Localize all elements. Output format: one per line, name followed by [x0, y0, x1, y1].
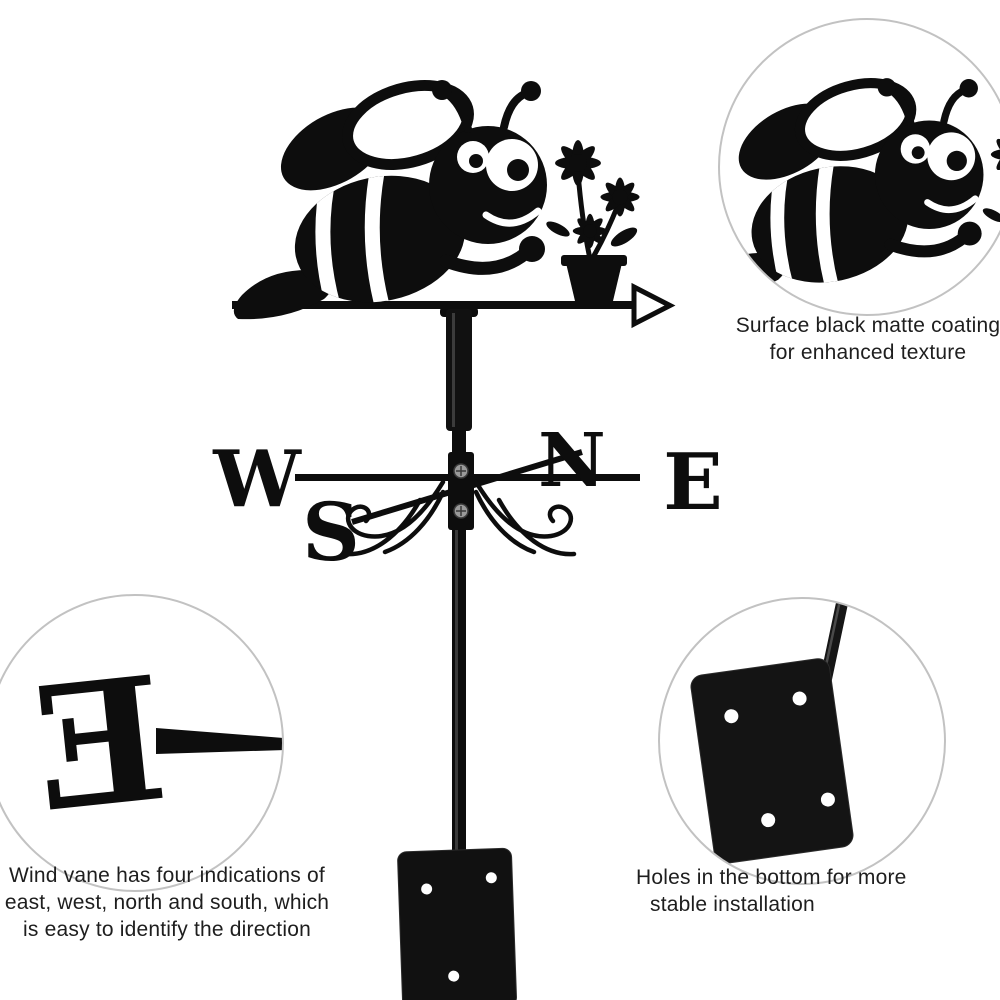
- plate-closeup: [690, 658, 854, 864]
- letter-rod: [156, 728, 282, 754]
- swivel-sleeve: [440, 307, 478, 456]
- holes-caption-line2: stable installation: [650, 893, 815, 916]
- east-letter-closeup: E: [25, 639, 282, 851]
- south-letter: S: [302, 485, 360, 579]
- coating-zoom-circle: [718, 18, 1000, 316]
- directions-caption-line3: is easy to identify the direction: [23, 918, 311, 941]
- compass-cross: W E N S: [212, 418, 723, 579]
- north-letter: N: [538, 418, 606, 504]
- scrollwork-right: [473, 479, 577, 557]
- holes-caption: Holes in the bottom for more stable inst…: [636, 864, 976, 918]
- base-plate: [397, 847, 517, 1000]
- plate-hole: [421, 883, 433, 895]
- plate-hole: [448, 970, 460, 982]
- base-plate-closeup: [690, 599, 854, 864]
- plate-hole: [761, 813, 776, 828]
- bee-silhouette-closeup: [720, 71, 1000, 298]
- directions-caption-line2: east, west, north and south, which: [4, 891, 330, 914]
- pole-closeup: [820, 599, 850, 685]
- west-letter: W: [212, 434, 302, 525]
- hub-screw-top: [453, 463, 469, 479]
- holes-zoom-circle: [658, 597, 946, 885]
- wind-arrow: [232, 282, 676, 329]
- coating-caption-line2: for enhanced texture: [769, 341, 967, 364]
- holes-caption-line1: Holes in the bottom for more: [636, 866, 907, 889]
- arrow-head-icon: [631, 282, 676, 329]
- bee-silhouette: [234, 72, 640, 319]
- plate-hole: [724, 709, 739, 724]
- mounting-pole: [452, 528, 466, 862]
- coating-caption: Surface black matte coating for enhanced…: [712, 312, 1000, 366]
- plate-hole: [820, 792, 835, 807]
- coating-caption-line1: Surface black matte coating: [735, 314, 1000, 337]
- east-letter: E: [663, 437, 722, 528]
- scrollwork-left: [342, 479, 446, 557]
- letter-zoom-circle: E: [0, 594, 284, 892]
- hub-screw-bottom: [453, 503, 469, 519]
- bee-closeup: [720, 20, 1000, 316]
- plate-hole: [792, 691, 807, 706]
- pole-highlight: [822, 599, 842, 677]
- directions-caption: Wind vane has four indications of east, …: [2, 862, 332, 943]
- plate-hole: [485, 872, 497, 884]
- directions-caption-line1: Wind vane has four indications of: [9, 864, 325, 887]
- east-letter-mirrored: E: [25, 639, 175, 851]
